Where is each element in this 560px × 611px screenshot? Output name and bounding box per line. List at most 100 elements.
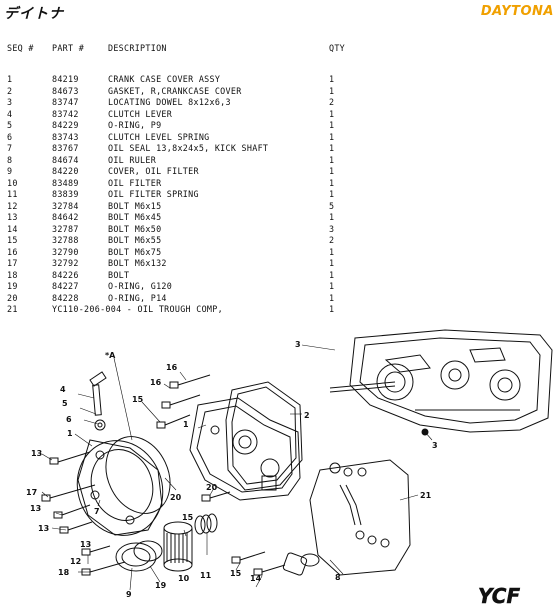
callout-2: 2 xyxy=(304,411,310,420)
gasket-drawing xyxy=(225,381,303,491)
callout-13-c: 13 xyxy=(38,524,49,533)
callout-6: 6 xyxy=(66,415,72,424)
brand-logo-left: デイトナ xyxy=(4,6,64,22)
row-seq: 1 xyxy=(7,74,13,84)
row-seq: 10 xyxy=(7,177,18,188)
row-qty: 1 xyxy=(329,131,335,142)
callout-11: 11 xyxy=(200,571,212,580)
row-description: CLUTCH LEVER xyxy=(108,108,173,119)
row-seq: 5 xyxy=(7,120,13,130)
callout-3-right: 3 xyxy=(432,441,438,450)
row-seq: 16 xyxy=(7,246,18,257)
row-seq: 18 xyxy=(7,269,18,280)
row-seq: 15 xyxy=(7,235,18,245)
header-qty: QTY xyxy=(329,43,346,53)
filter-cover-drawing xyxy=(115,540,163,572)
row-qty: 2 xyxy=(329,235,335,245)
row-part-number: 84229 xyxy=(52,120,79,130)
o-ring-large-drawing xyxy=(105,436,171,514)
row-qty: 1 xyxy=(329,246,335,257)
row-description: OIL RULER xyxy=(108,154,157,165)
row-description: BOLT M6x15 xyxy=(108,200,162,211)
row-qty: 1 xyxy=(329,258,335,268)
row-part-number: 32787 xyxy=(52,223,79,234)
filter-spring-drawing xyxy=(194,513,218,535)
row-qty: 1 xyxy=(329,166,335,176)
clutch-lever-drawing xyxy=(89,371,107,431)
row-part-number: 83742 xyxy=(52,108,79,119)
header-part: PART # xyxy=(52,43,85,53)
callout-16-b: 16 xyxy=(150,378,162,387)
row-qty: 5 xyxy=(329,200,335,211)
crank-case-cover-drawing xyxy=(189,397,301,501)
row-part-number: 84220 xyxy=(52,166,79,176)
callout-13-b: 13 xyxy=(30,504,41,513)
row-part-number: 84227 xyxy=(52,281,79,291)
callout-15-a: 15 xyxy=(182,513,194,522)
oil-filter-drawing xyxy=(163,521,193,572)
row-description: BOLT xyxy=(108,269,130,280)
row-seq: 20 xyxy=(7,292,18,303)
row-description: COVER, OIL FILTER xyxy=(108,166,199,176)
row-qty: 1 xyxy=(329,177,335,188)
row-part-number: 32792 xyxy=(52,258,79,268)
exploded-parts-diagram: 3 2 3 4 5 6 1 13 17 13 13 7 13 12 18 9 1… xyxy=(26,329,553,608)
callout-15-b: 15 xyxy=(230,569,242,578)
row-description: BOLT M6x55 xyxy=(108,235,162,245)
callout-5: 5 xyxy=(62,399,68,408)
leader-lines xyxy=(41,344,433,591)
callout-star-a: *A xyxy=(105,351,116,360)
row-seq: 21 xyxy=(7,304,18,314)
header-description: DESCRIPTION xyxy=(108,43,167,53)
row-description: CLUTCH LEVEL SPRING xyxy=(108,131,210,142)
row-description: CRANK CASE COVER ASSY xyxy=(108,74,221,84)
callout-19: 19 xyxy=(155,581,167,590)
row-description: BOLT M6x132 xyxy=(108,258,167,268)
row-seq: 14 xyxy=(7,223,18,234)
callout-20-a: 20 xyxy=(170,493,182,502)
row-qty: 1 xyxy=(329,281,335,291)
row-part-number: 83767 xyxy=(52,143,79,153)
row-description: BOLT M6x45 xyxy=(108,212,162,222)
row-seq: 13 xyxy=(7,212,18,222)
row-seq: 4 xyxy=(7,108,13,119)
callout-12: 12 xyxy=(70,557,81,566)
callout-16-a: 16 xyxy=(166,363,178,372)
row-description: O-RING, G120 xyxy=(108,281,173,291)
oil-ruler-drawing xyxy=(282,552,320,576)
row-seq: 17 xyxy=(7,258,18,268)
row-seq: 8 xyxy=(7,154,13,165)
callout-21: 21 xyxy=(420,491,432,500)
row-description: BOLT M6x50 xyxy=(108,223,162,234)
row-description: OIL FILTER SPRING xyxy=(108,189,199,199)
row-seq: 6 xyxy=(7,131,13,142)
row-part-number: 84673 xyxy=(52,85,79,96)
row-seq: 19 xyxy=(7,281,18,291)
callout-7: 7 xyxy=(94,507,100,516)
row-description: LOCATING DOWEL 8x12x6,3 xyxy=(108,97,231,107)
row-seq: 9 xyxy=(7,166,13,176)
row-qty: 1 xyxy=(329,154,335,165)
callout-4: 4 xyxy=(60,385,66,394)
row-seq: 3 xyxy=(7,97,13,107)
brand-logo-right: DAYTONA xyxy=(480,4,554,19)
row-qty: 1 xyxy=(329,74,335,84)
callout-13-a: 13 xyxy=(31,449,42,458)
callout-8: 8 xyxy=(335,573,341,582)
row-part-number: 84228 xyxy=(52,292,79,303)
footer-logo: YCF xyxy=(478,584,520,608)
row-part-number: 84226 xyxy=(52,269,79,280)
callout-3-top: 3 xyxy=(295,340,301,349)
row-description: O-RING, P14 xyxy=(108,292,167,303)
row-seq: 7 xyxy=(7,143,13,153)
